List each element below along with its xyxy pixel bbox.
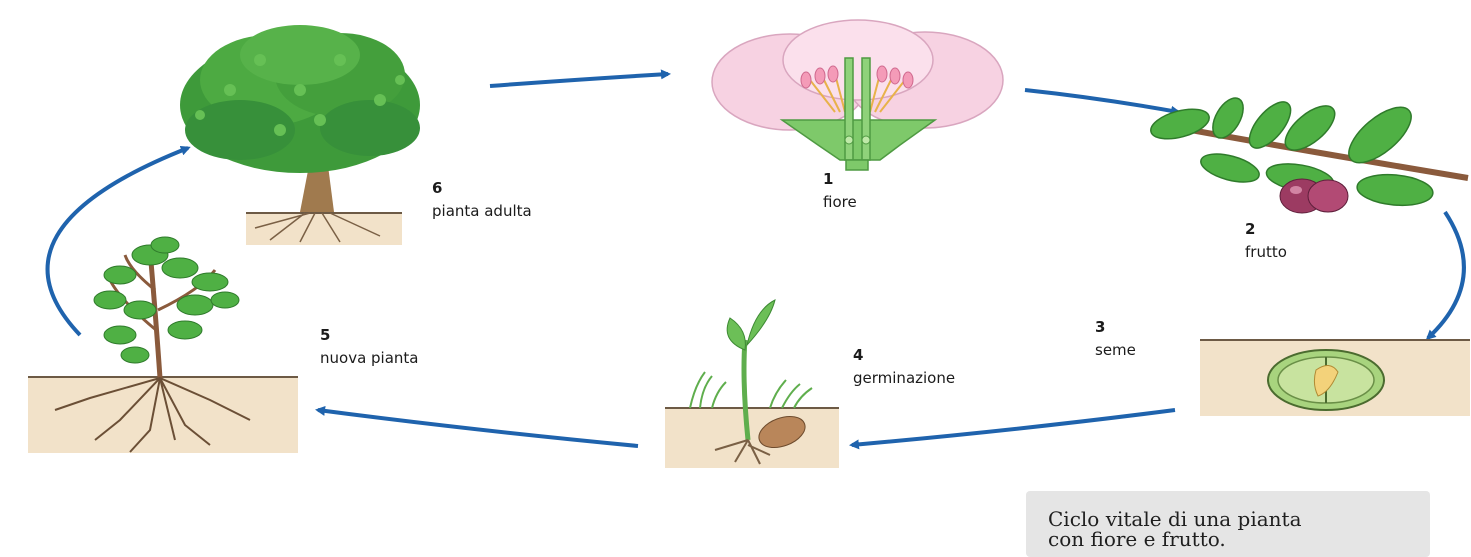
new-plant-illustration (28, 237, 298, 453)
germination-illustration (665, 300, 839, 468)
stage-1-name: fiore (823, 195, 857, 210)
stage-3-number: 3 (1095, 320, 1136, 335)
stage-5-label: 5 nuova pianta (320, 328, 419, 366)
stage-2-name: frutto (1245, 245, 1287, 260)
stage-5-name: nuova pianta (320, 351, 419, 366)
seed-illustration (1200, 340, 1470, 416)
caption-box: Ciclo vitale di una pianta con fiore e f… (1026, 491, 1430, 557)
arrow-flower-to-fruit (1025, 90, 1178, 112)
stage-2-number: 2 (1245, 222, 1287, 237)
stage-3-name: seme (1095, 343, 1136, 358)
flower-illustration (712, 20, 1003, 170)
stage-1-label: 1 fiore (823, 172, 857, 210)
arrow-seed-to-germination (852, 410, 1175, 445)
adult-tree-illustration (180, 25, 420, 245)
stage-5-number: 5 (320, 328, 419, 343)
stage-4-name: germinazione (853, 371, 955, 386)
arrow-germination-to-new-plant (318, 410, 638, 446)
arrow-tree-to-flower (490, 74, 668, 86)
caption-text: Ciclo vitale di una pianta con fiore e f… (1048, 509, 1302, 549)
stage-6-name: pianta adulta (432, 204, 532, 219)
stage-4-label: 4 germinazione (853, 348, 955, 386)
stage-6-label: 6 pianta adulta (432, 181, 532, 219)
stage-2-label: 2 frutto (1245, 222, 1287, 260)
stage-3-label: 3 seme (1095, 320, 1136, 358)
fruit-branch-illustration (1148, 93, 1468, 213)
stage-6-number: 6 (432, 181, 532, 196)
stage-4-number: 4 (853, 348, 955, 363)
stage-1-number: 1 (823, 172, 857, 187)
arrow-fruit-to-seed (1428, 212, 1464, 338)
